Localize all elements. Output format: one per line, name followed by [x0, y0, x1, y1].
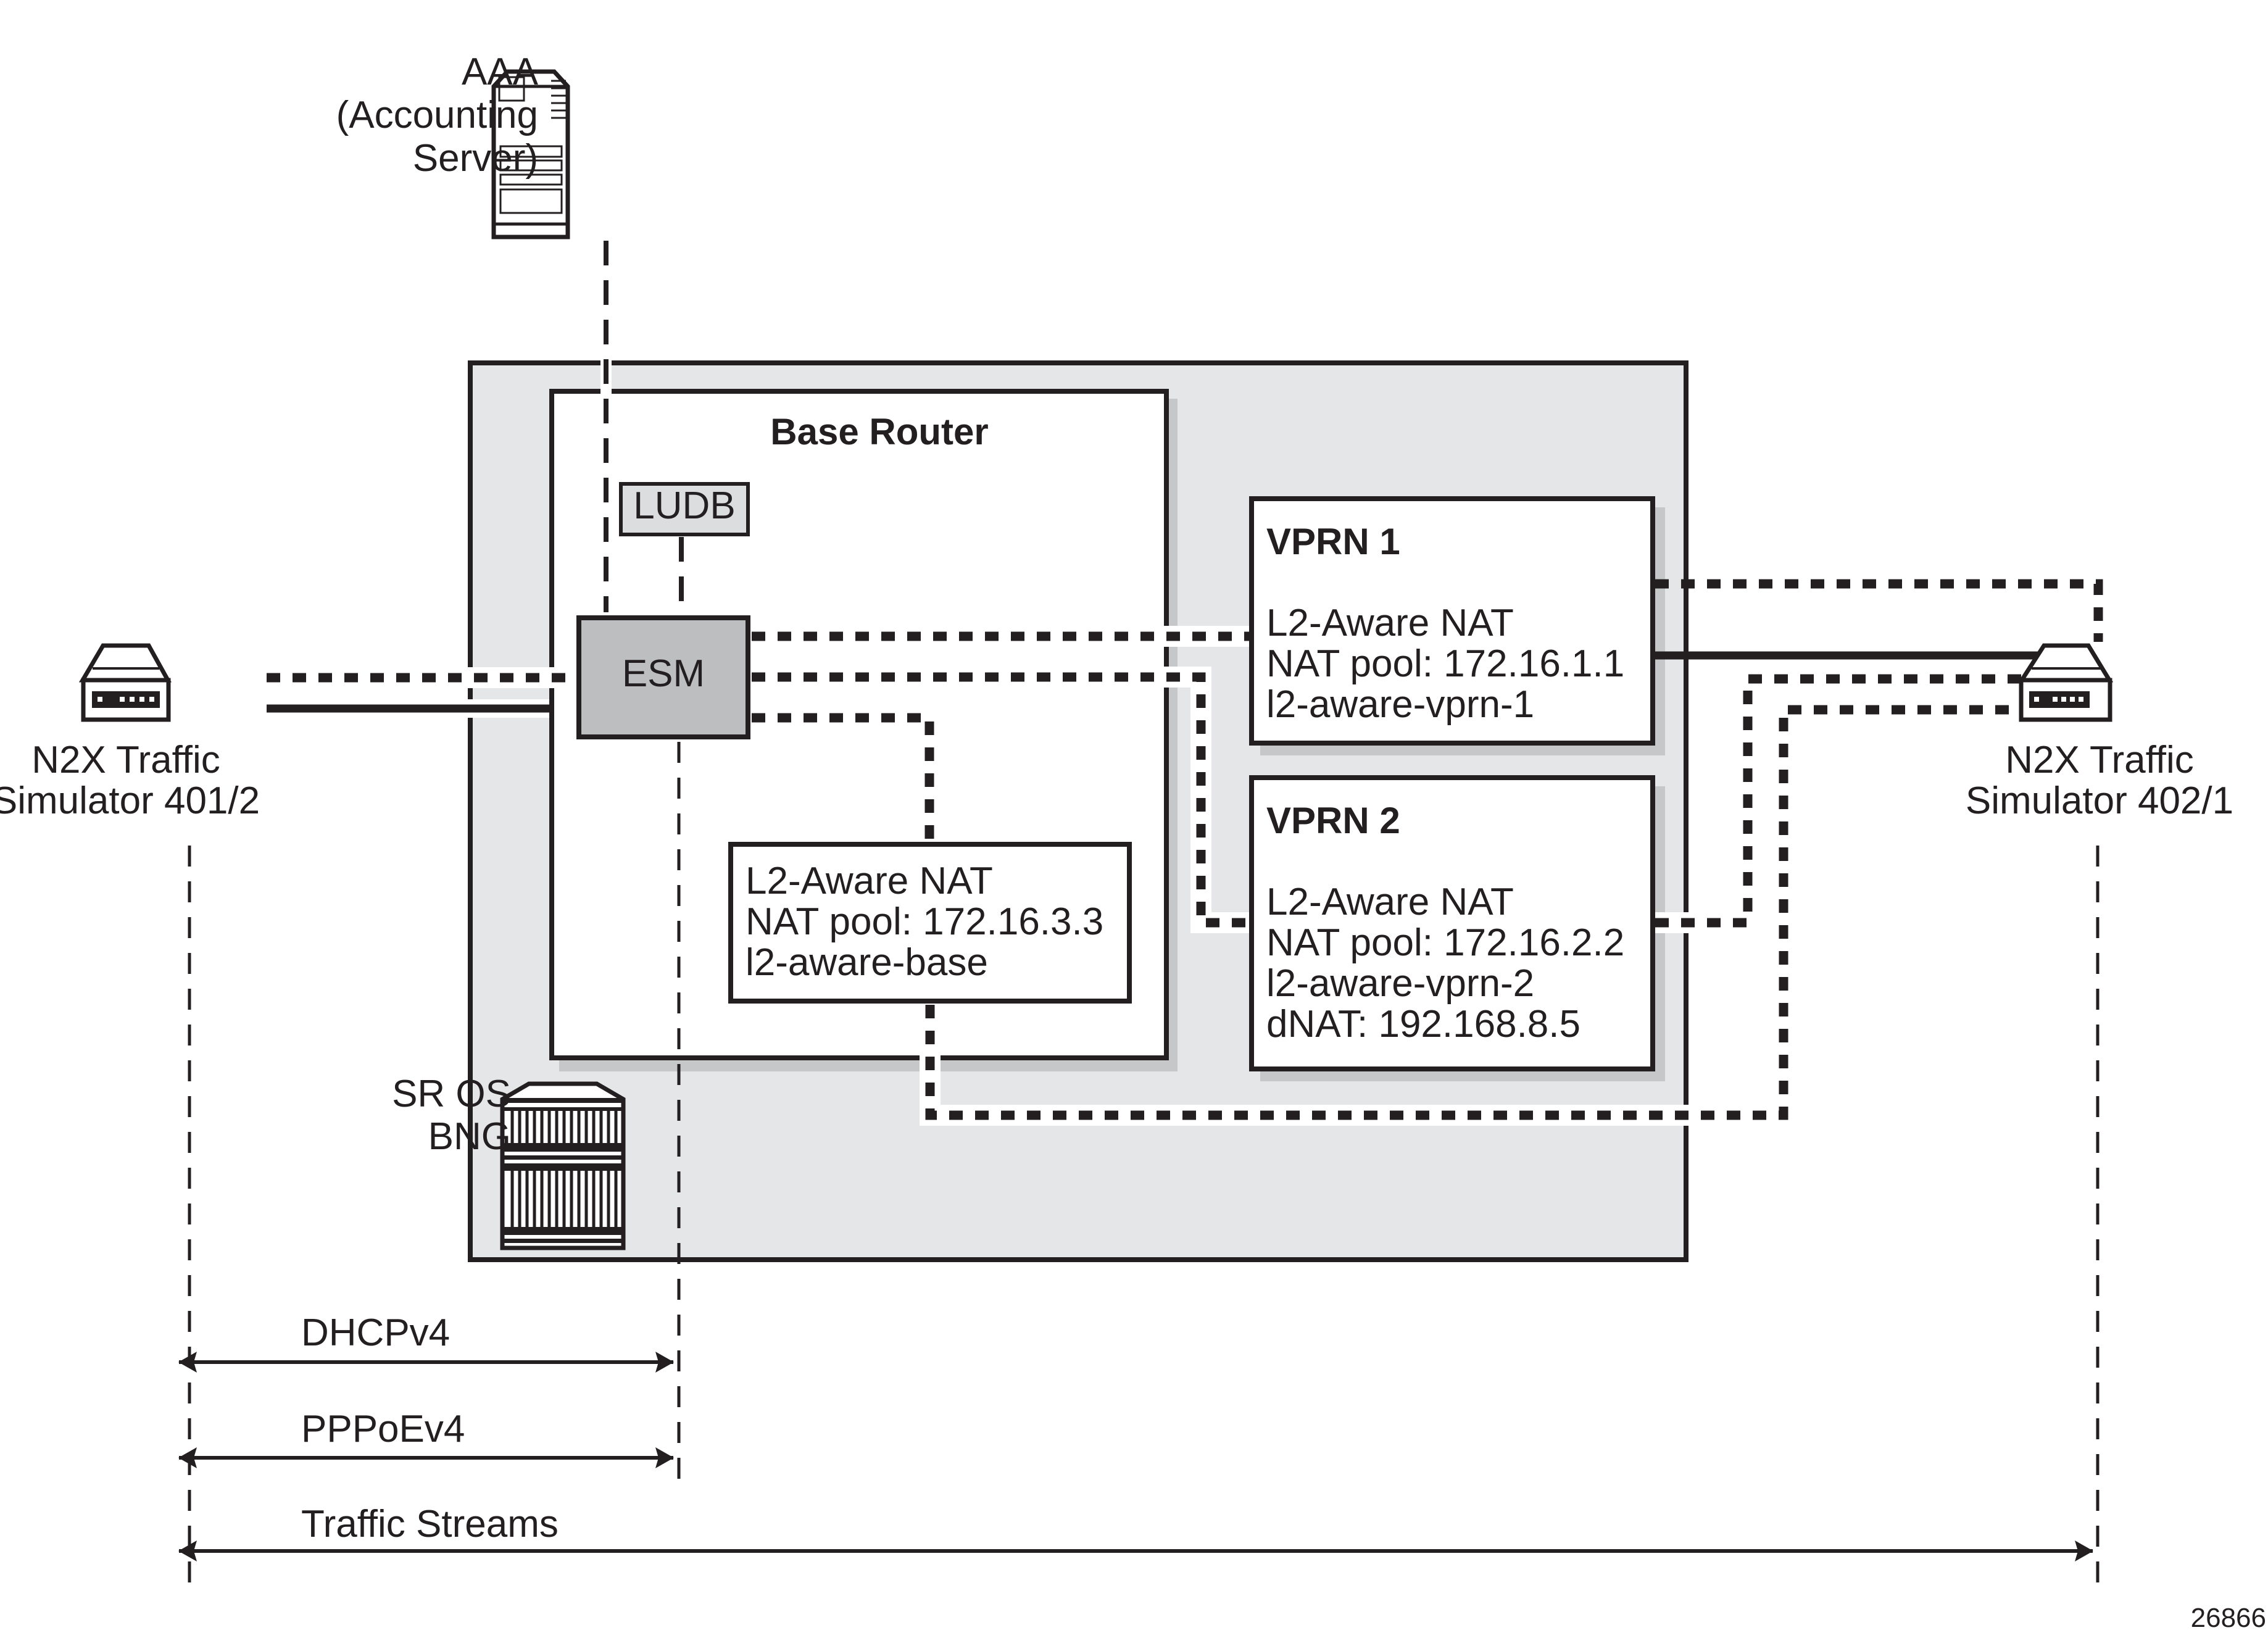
flow-label-pppoev4: PPPoEv4 — [301, 1408, 465, 1450]
server-tower-icon — [491, 69, 570, 239]
base-nat-line-1: L2-Aware NAT — [746, 860, 993, 902]
vprn2-line-3: l2-aware-vprn-2 — [1266, 962, 1534, 1005]
flow-label-dhcpv4: DHCPv4 — [301, 1312, 450, 1354]
vprn2-line-2: NAT pool: 172.16.2.2 — [1266, 921, 1624, 964]
traffic-simulator-icon — [78, 643, 172, 722]
figure-id: 26866 — [2191, 1603, 2266, 1633]
esm-label: ESM — [622, 652, 705, 695]
vprn1-sim-right-dotted — [1655, 579, 2103, 642]
sim-left-label-line-1: N2X Traffic — [31, 739, 220, 781]
base-nat-line-2: NAT pool: 172.16.3.3 — [746, 900, 1103, 943]
vprn2-title: VPRN 2 — [1266, 800, 1400, 841]
flow-label-traffic-streams: Traffic Streams — [301, 1503, 559, 1545]
vprn1-box — [1249, 496, 1655, 746]
sim-right-label-line-2: Simulator 402/1 — [1966, 780, 2233, 822]
esm-base-nat-dotted — [752, 713, 934, 841]
sim-left-label-line-2: Simulator 401/2 — [0, 780, 260, 822]
ludb-label: LUDB — [633, 484, 735, 527]
sim-right-label-line-1: N2X Traffic — [2005, 739, 2194, 781]
vprn2-line-4: dNAT: 192.168.8.5 — [1266, 1003, 1581, 1046]
connections — [267, 241, 2103, 1494]
router-chassis-icon — [500, 1081, 626, 1250]
aaa-label-line-2: (Accounting — [336, 94, 538, 136]
base-nat-box — [728, 842, 1132, 1004]
esm-box — [576, 615, 750, 739]
vprn1-line-3: l2-aware-vprn-1 — [1266, 683, 1534, 726]
aaa-label-line-3: Server) — [413, 137, 538, 180]
vprn1-line-2: NAT pool: 172.16.1.1 — [1266, 642, 1624, 685]
vprn1-line-1: L2-Aware NAT — [1266, 602, 1514, 644]
vprn2-box — [1249, 775, 1655, 1071]
ludb-box — [619, 482, 750, 536]
aaa-label-line-1: AAA — [462, 51, 539, 93]
vprn2-line-1: L2-Aware NAT — [1266, 881, 1514, 923]
bng-label-line-2: BNG — [428, 1115, 511, 1158]
esm-vprn2-dotted — [752, 672, 1249, 928]
base-nat-sim-right-dotted — [925, 705, 2022, 1120]
traffic-simulator-icon — [2017, 643, 2114, 722]
vprn1-title: VPRN 1 — [1266, 521, 1400, 562]
vprn2-sim-right-dotted — [1655, 674, 2030, 928]
bng-label-line-1: SR OS — [392, 1073, 511, 1115]
base-router-title: Base Router — [770, 411, 988, 452]
base-nat-line-3: l2-aware-base — [746, 941, 988, 984]
